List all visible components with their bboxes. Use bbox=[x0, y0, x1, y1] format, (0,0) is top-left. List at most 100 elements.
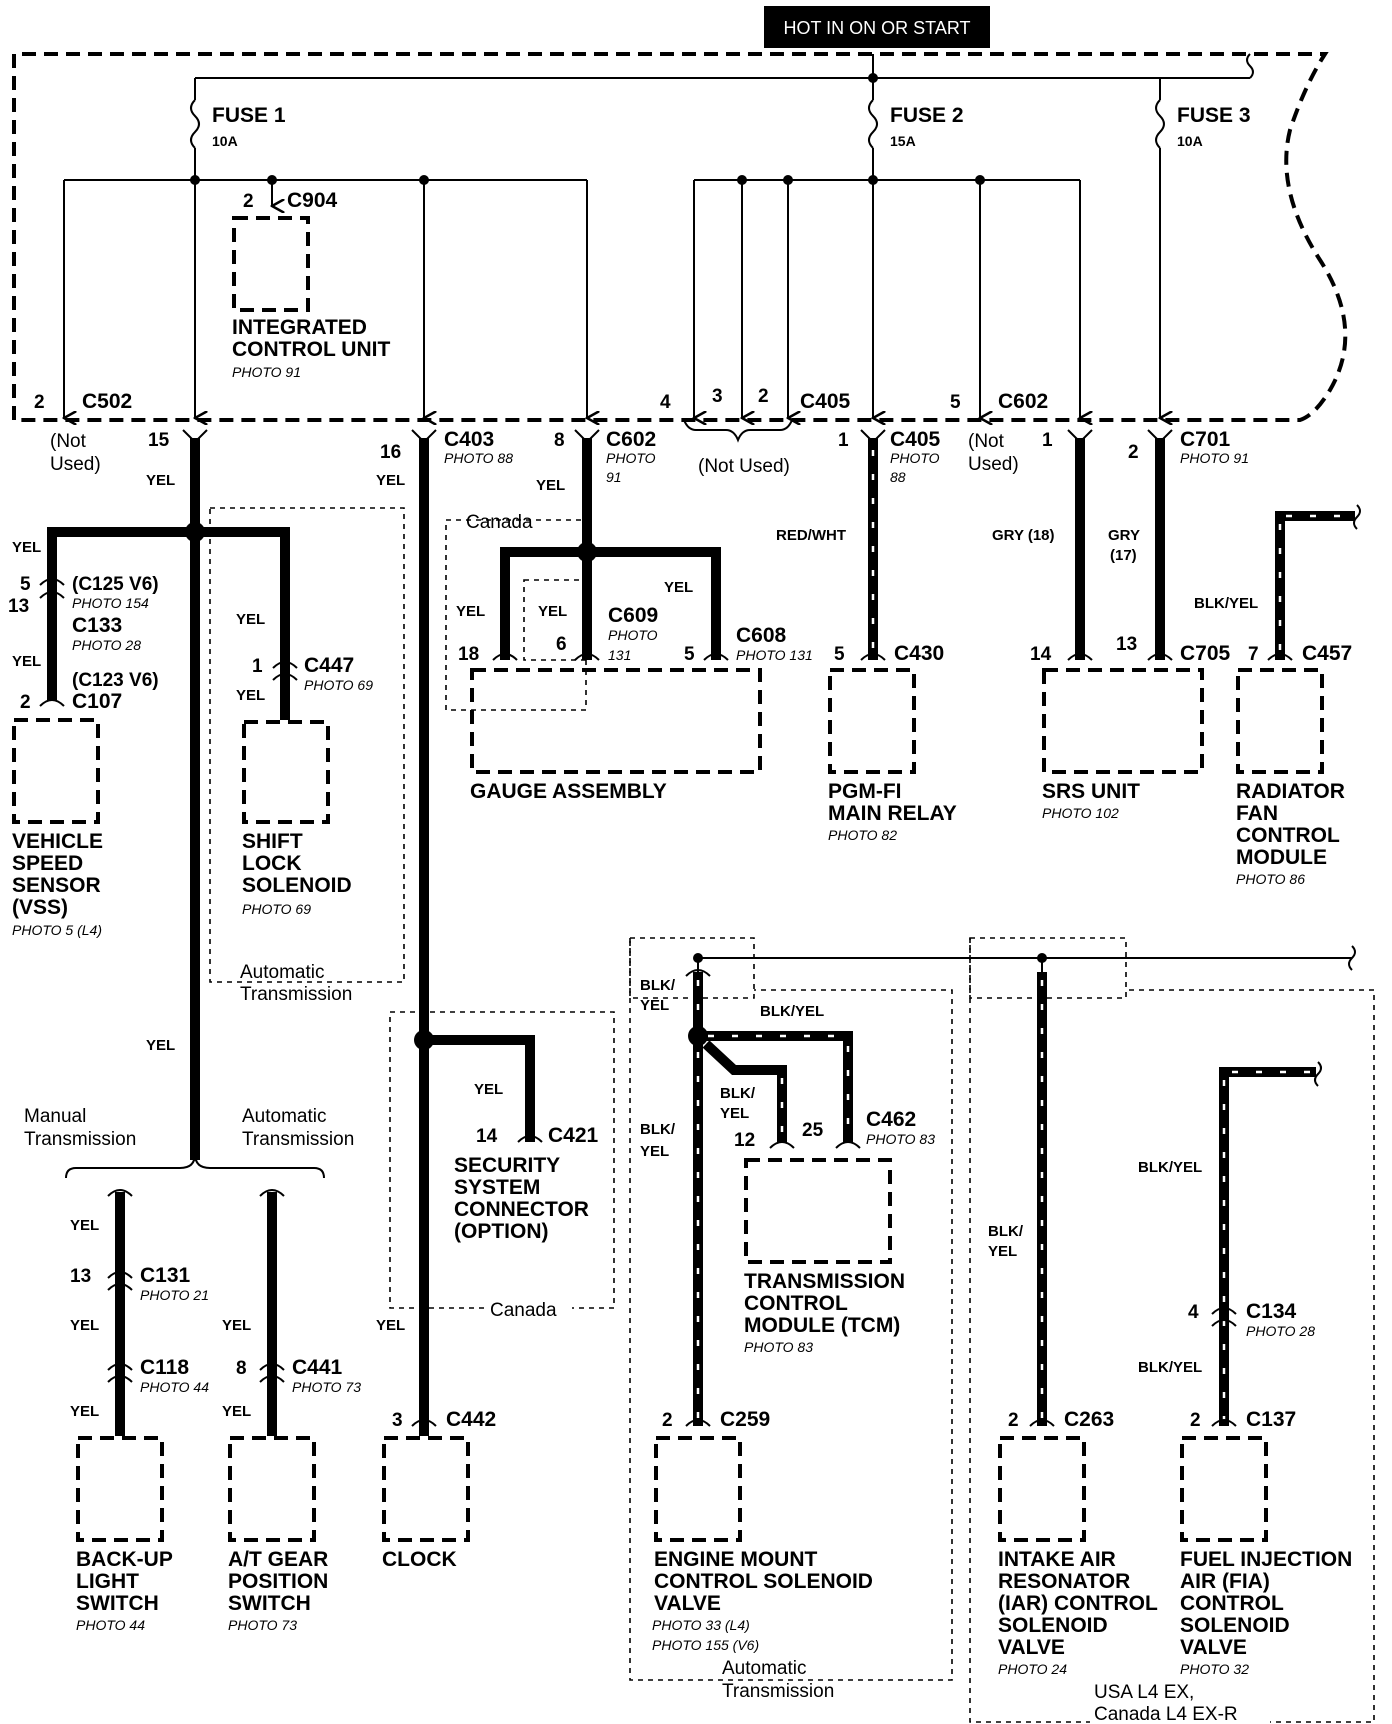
c405-note: (Not Used) bbox=[698, 456, 790, 477]
svg-text:C137: C137 bbox=[1246, 1408, 1296, 1431]
svg-text:SENSOR: SENSOR bbox=[12, 874, 101, 897]
svg-text:(C125 V6): (C125 V6) bbox=[72, 574, 159, 595]
svg-text:PHOTO 73: PHOTO 73 bbox=[292, 1379, 361, 1395]
tap-1-c405-wire: RED/WHT bbox=[776, 527, 846, 544]
radiator-fan-branch: BLK/YEL 7 C457 RADIATOR FAN CONTROL MODU… bbox=[1194, 504, 1361, 887]
srs-branch: 14 13 C705 SRS UNIT PHOTO 102 bbox=[1030, 438, 1231, 821]
svg-text:10A: 10A bbox=[1177, 133, 1203, 149]
fuse-1-distribution bbox=[64, 175, 587, 418]
svg-text:YEL: YEL bbox=[538, 603, 567, 620]
svg-text:YEL: YEL bbox=[236, 687, 265, 704]
svg-text:(VSS): (VSS) bbox=[12, 896, 68, 919]
fuse-box-outline bbox=[12, 52, 1348, 422]
svg-text:SRS UNIT: SRS UNIT bbox=[1042, 780, 1140, 803]
svg-text:FAN: FAN bbox=[1236, 802, 1278, 825]
svg-text:LIGHT: LIGHT bbox=[76, 1570, 139, 1593]
svg-text:PHOTO 28: PHOTO 28 bbox=[1246, 1323, 1315, 1339]
svg-text:2: 2 bbox=[1190, 1410, 1201, 1431]
svg-text:5: 5 bbox=[834, 644, 845, 665]
integrated-control-unit-box bbox=[232, 216, 310, 312]
svg-text:SOLENOID: SOLENOID bbox=[1180, 1614, 1290, 1637]
svg-text:PHOTO 33 (L4): PHOTO 33 (L4) bbox=[652, 1617, 750, 1633]
svg-text:PHOTO 69: PHOTO 69 bbox=[242, 901, 311, 917]
svg-text:YEL: YEL bbox=[640, 997, 669, 1014]
svg-text:Transmission: Transmission bbox=[722, 1681, 834, 1702]
c602-pin5: 5 bbox=[950, 392, 961, 413]
svg-text:Transmission: Transmission bbox=[24, 1129, 136, 1150]
svg-text:VEHICLE: VEHICLE bbox=[12, 830, 103, 853]
svg-text:12: 12 bbox=[734, 1130, 755, 1151]
svg-text:CLOCK: CLOCK bbox=[382, 1548, 457, 1571]
svg-text:C263: C263 bbox=[1064, 1408, 1114, 1431]
svg-text:YEL: YEL bbox=[12, 653, 41, 670]
svg-text:7: 7 bbox=[1248, 644, 1259, 665]
srs-unit-box bbox=[1042, 668, 1204, 774]
svg-text:PHOTO 44: PHOTO 44 bbox=[140, 1379, 209, 1395]
svg-text:PHOTO 102: PHOTO 102 bbox=[1042, 805, 1119, 821]
fia-solenoid-box bbox=[1180, 1436, 1268, 1542]
iar-fia-branch: BLK/ YEL 2 C263 INTAKE AIR RESONATOR (IA… bbox=[969, 938, 1375, 1724]
c502-pin: 2 bbox=[34, 392, 45, 413]
svg-text:Automatic: Automatic bbox=[242, 1106, 326, 1127]
svg-text:PHOTO 82: PHOTO 82 bbox=[828, 827, 897, 843]
gauge-branch: Canada YEL YEL YEL 18 6 C609 PHOTO 131 5… bbox=[445, 438, 813, 803]
svg-text:FUSE 1: FUSE 1 bbox=[212, 104, 286, 127]
tap-15-wire: YEL bbox=[146, 472, 175, 489]
svg-text:ENGINE MOUNT: ENGINE MOUNT bbox=[654, 1548, 818, 1571]
svg-text:2: 2 bbox=[662, 1410, 673, 1431]
svg-text:TRANSMISSION: TRANSMISSION bbox=[744, 1270, 905, 1293]
svg-text:PHOTO 5 (L4): PHOTO 5 (L4) bbox=[12, 922, 102, 938]
svg-text:YEL: YEL bbox=[236, 611, 265, 628]
svg-text:PHOTO 69: PHOTO 69 bbox=[304, 677, 373, 693]
svg-text:C608: C608 bbox=[736, 624, 787, 647]
svg-text:SWITCH: SWITCH bbox=[228, 1592, 311, 1615]
c602-8-photo1: PHOTO bbox=[606, 450, 656, 466]
svg-text:YEL: YEL bbox=[988, 1243, 1017, 1260]
svg-text:1: 1 bbox=[252, 656, 263, 677]
c602-8-photo2: 91 bbox=[606, 469, 622, 485]
svg-text:SHIFT: SHIFT bbox=[242, 830, 303, 853]
tap-2-c701-wire1: GRY bbox=[1108, 527, 1140, 544]
svg-text:2: 2 bbox=[20, 692, 31, 713]
backup-light-switch-box bbox=[76, 1436, 164, 1542]
svg-text:SYSTEM: SYSTEM bbox=[454, 1176, 540, 1199]
c701-photo: PHOTO 91 bbox=[1180, 450, 1249, 466]
c701-label: C701 bbox=[1180, 428, 1231, 451]
tap-connector-glyphs bbox=[182, 429, 1173, 444]
svg-text:HOT IN ON OR START: HOT IN ON OR START bbox=[783, 18, 970, 38]
tap-8-pin: 8 bbox=[554, 430, 565, 451]
svg-text:LOCK: LOCK bbox=[242, 852, 302, 875]
radiator-fan-control-module-box bbox=[1236, 668, 1324, 774]
vss-box bbox=[12, 718, 100, 824]
svg-text:PGM-FI: PGM-FI bbox=[828, 780, 902, 803]
clock-and-security-branch: YEL 14 C421 SECURITY SYSTEM CONNECTOR (O… bbox=[376, 438, 615, 1571]
svg-text:C259: C259 bbox=[720, 1408, 770, 1431]
svg-text:PHOTO 83: PHOTO 83 bbox=[866, 1131, 935, 1147]
c405-1-photo2: 88 bbox=[890, 469, 906, 485]
svg-text:13: 13 bbox=[1116, 634, 1137, 655]
svg-text:C705: C705 bbox=[1180, 642, 1231, 665]
c502-note-line2: Used) bbox=[50, 454, 101, 475]
svg-text:BLK/: BLK/ bbox=[640, 1121, 676, 1138]
icu-name-line2: CONTROL UNIT bbox=[232, 338, 390, 361]
svg-text:BLK/: BLK/ bbox=[640, 977, 676, 994]
svg-text:MODULE: MODULE bbox=[1236, 846, 1327, 869]
c405-pin4: 4 bbox=[660, 392, 671, 413]
svg-text:MAIN RELAY: MAIN RELAY bbox=[828, 802, 957, 825]
svg-text:5: 5 bbox=[20, 574, 31, 595]
c405-pin2: 2 bbox=[758, 386, 769, 407]
svg-text:C421: C421 bbox=[548, 1124, 599, 1147]
svg-text:CONTROL SOLENOID: CONTROL SOLENOID bbox=[654, 1570, 873, 1593]
pgm-fi-branch: 5 C430 PGM-FI MAIN RELAY PHOTO 82 bbox=[828, 438, 957, 843]
engine-mount-tcm-branch: BLK/ YEL BLK/YEL BLK/ YEL 12 25 C462 PHO… bbox=[629, 938, 953, 1702]
svg-text:YEL: YEL bbox=[474, 1081, 503, 1098]
svg-text:C107: C107 bbox=[72, 690, 122, 713]
svg-text:Canada: Canada bbox=[466, 512, 533, 533]
svg-text:(C123 V6): (C123 V6) bbox=[72, 670, 159, 691]
svg-text:GAUGE ASSEMBLY: GAUGE ASSEMBLY bbox=[470, 780, 667, 803]
main-yel-trunk: YEL bbox=[146, 438, 205, 1160]
c602-note-line2: Used) bbox=[968, 454, 1019, 475]
c405-label: C405 bbox=[800, 390, 851, 413]
fuse-2: FUSE 2 15A bbox=[868, 99, 964, 418]
